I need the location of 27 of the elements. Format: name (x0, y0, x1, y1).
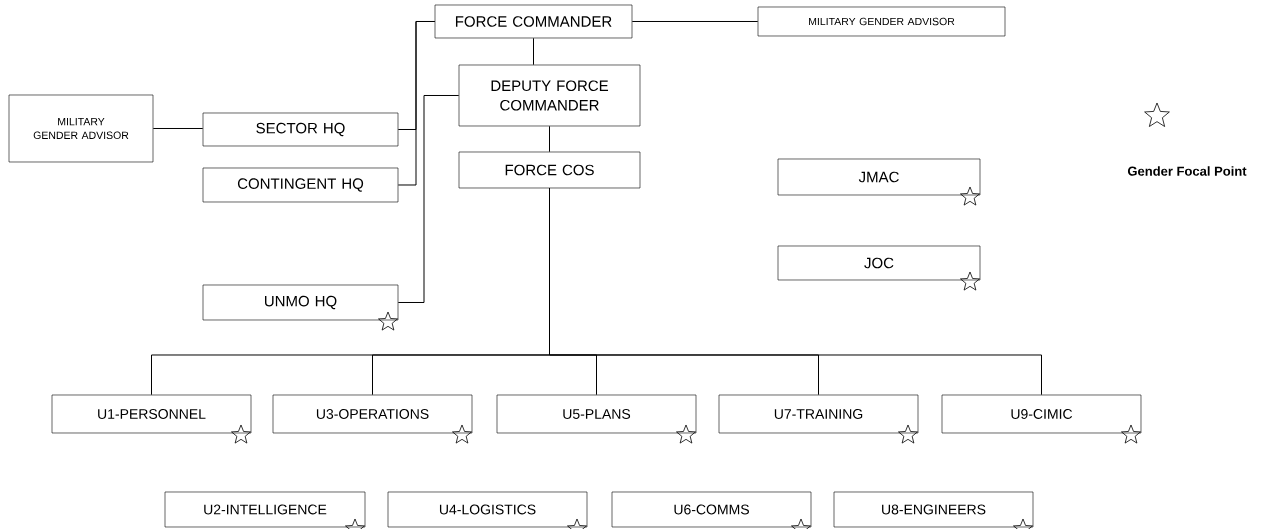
connector-line (152, 128, 204, 129)
connector-line (631, 21, 759, 22)
org-box: MILITARY GENDER ADVISOR (8, 94, 154, 163)
org-box: DEPUTY FORCE COMMANDER (458, 64, 641, 127)
org-box: MILITARY GENDER ADVISOR (757, 6, 1006, 37)
org-box: FORCE COMMANDER (434, 4, 633, 39)
connector-line (397, 21, 436, 186)
org-box: U1-PERSONNEL (51, 394, 252, 434)
org-box: JOC (777, 245, 981, 281)
connector-line (549, 125, 550, 153)
connector-line (533, 37, 534, 66)
org-box: U9-CIMIC (941, 394, 1142, 434)
org-box: U6-COMMS (611, 491, 812, 528)
legend-text: Gender Focal Point (1127, 166, 1247, 176)
connector-line (397, 95, 460, 303)
org-box: FORCE COS (458, 151, 641, 189)
org-box: UNMO HQ (202, 284, 399, 321)
connector-line (549, 187, 1042, 396)
org-box: U5-PLANS (496, 394, 697, 434)
org-box: U3-OPERATIONS (272, 394, 473, 434)
org-box: U2-INTELLIGENCE (164, 491, 366, 528)
org-box: SECTOR HQ (202, 112, 399, 147)
org-box: U4-LOGISTICS (387, 491, 588, 528)
org-box: JMAC (777, 158, 981, 196)
org-box: CONTINGENT HQ (202, 167, 399, 203)
org-box: U8-ENGINEERS (833, 491, 1034, 528)
org-box: U7-TRAINING (718, 394, 919, 434)
